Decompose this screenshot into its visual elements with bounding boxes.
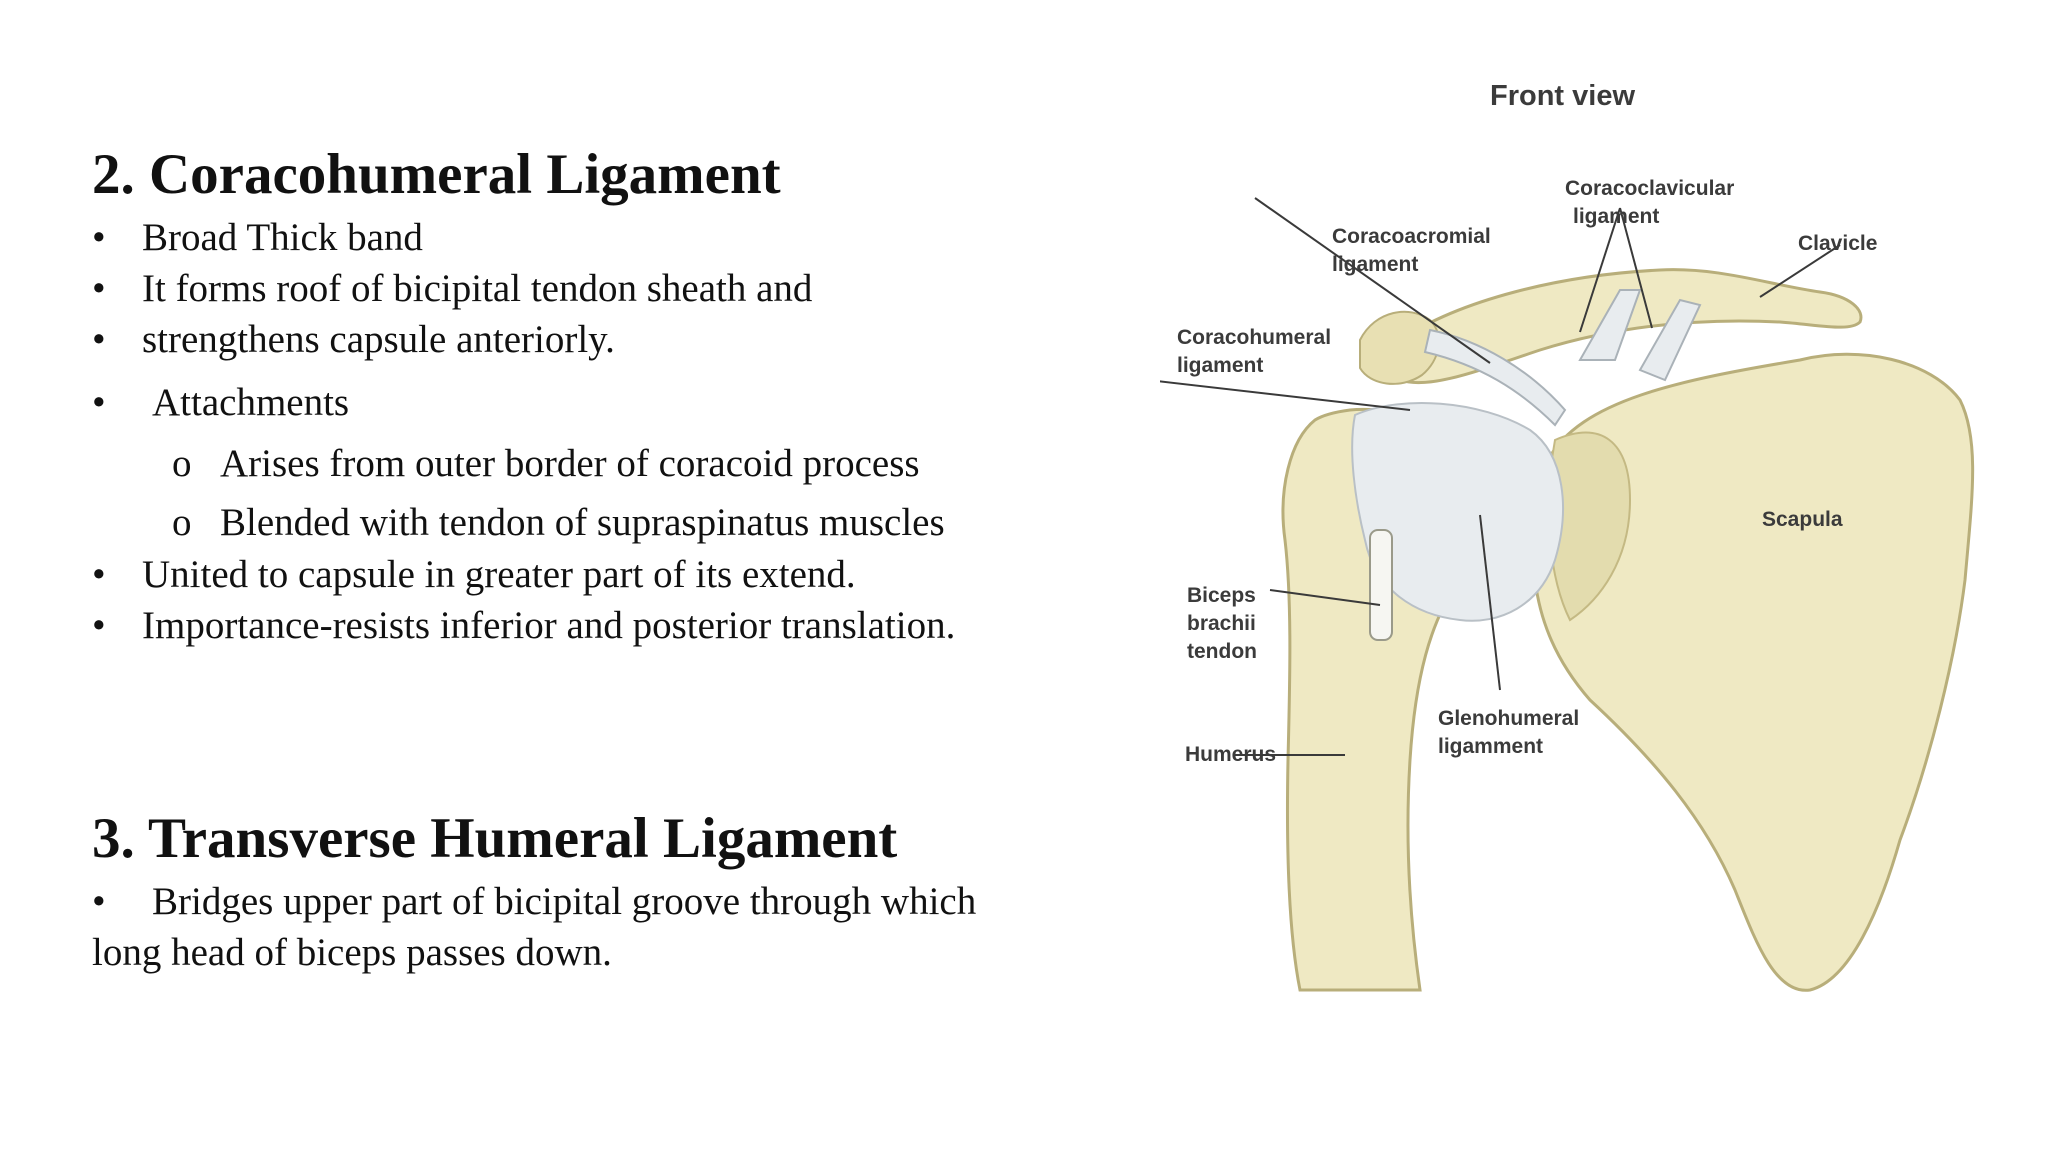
glenohumeral-label: ligamment [1438,735,1543,758]
coracohumeral-label: Coracohumeral [1177,326,1331,349]
shoulder-anatomy-figure: Front view Coracoclavicular ligament Cor… [1160,60,2010,1020]
coracohumeral-label: ligament [1177,354,1263,377]
humerus-label: Humerus [1185,743,1276,766]
biceps-tendon [1369,529,1393,641]
bullet-text: Bridges upper part of bicipital groove t… [152,880,977,923]
glenohumeral-label: Glenohumeral [1438,707,1579,730]
bullet-text: Attachments [152,381,350,424]
bullet-mark: • [92,880,106,923]
sub-bullet-mark: o [172,442,192,485]
bullet-mark: • [92,604,106,647]
sub-bullet-item: o Blended with tendon of supraspinatus mu… [172,503,945,542]
bullet-item: • Broad Thick band [92,218,423,257]
joint-capsule [1351,402,1564,622]
coracoacromial-label: Coracoacromial [1332,225,1491,248]
bullet-item: • Importance-resists inferior and posteri… [92,606,955,645]
biceps-label: brachii [1187,612,1256,635]
sub-bullet-text: Blended with tendon of supraspinatus mus… [220,501,945,544]
bullet-item: • strengthens capsule anteriorly. [92,320,615,359]
bullet-text: It forms roof of bicipital tendon sheath… [142,267,813,310]
coracoclavicular-label: Coracoclavicular [1565,177,1734,200]
clavicle-label: Clavicle [1798,232,1877,255]
bullet-text: Importance-resists inferior and posterio… [142,604,956,647]
bullet-text: Broad Thick band [142,216,423,259]
sub-bullet-mark: o [172,501,192,544]
coracoacromial-label: ligament [1332,253,1418,276]
bullet-item: • Bridges upper part of bicipital groove … [92,882,976,921]
bullet-item: • Attachments [92,383,349,422]
sub-bullet-text: Arises from outer border of coracoid pro… [220,442,920,485]
figure-title: Front view [1490,80,1635,112]
bullet-text: strengthens capsule anteriorly. [142,318,615,361]
continuation-text: long head of biceps passes down. [92,931,612,974]
bullet-item: • It forms roof of bicipital tendon sheat… [92,269,812,308]
bullet-mark: • [92,381,106,424]
bullet-text: United to capsule in greater part of its… [142,553,856,596]
coracoacromial-ligament [1423,328,1567,427]
scapula-label: Scapula [1762,508,1843,531]
shoulder-diagram: Front view Coracoclavicular ligament Cor… [1160,80,1975,992]
bullet-mark: • [92,553,106,596]
bullet-item: • United to capsule in greater part of it… [92,555,856,594]
biceps-label: Biceps [1187,584,1256,607]
scapula-bone [1532,352,1975,992]
sub-bullet-item: o Arises from outer border of coracoid pr… [172,444,920,483]
leader-lines [1160,197,1841,756]
coracoclavicular-label: ligament [1573,205,1659,228]
section-3-title: 3. Transverse Humeral Ligament [92,807,898,870]
bullet-mark: • [92,318,106,361]
biceps-label: tendon [1187,640,1257,663]
bullet-mark: • [92,267,106,310]
bullet-mark: • [92,216,106,259]
section-2-title: 2. Coracohumeral Ligament [92,143,781,206]
coracoclavicular-ligament [1578,289,1702,382]
